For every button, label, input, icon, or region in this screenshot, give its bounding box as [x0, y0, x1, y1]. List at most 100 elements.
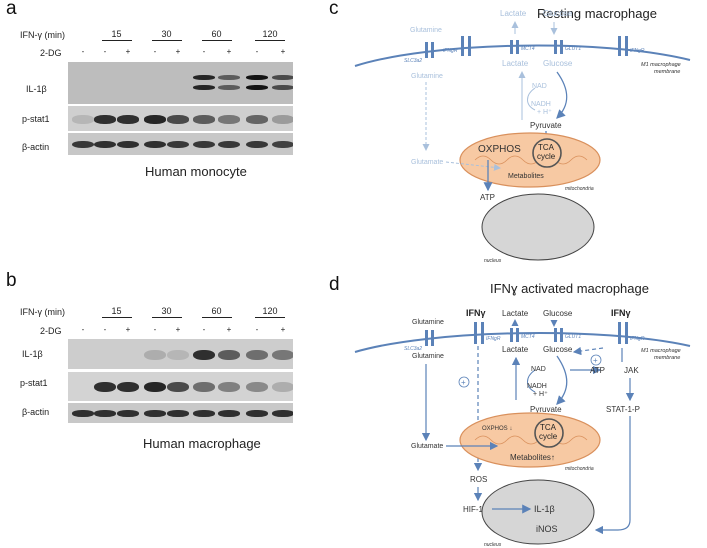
- blot-band: [167, 349, 189, 360]
- row-label-il1b: IL-1β: [26, 84, 47, 94]
- blot-band: [144, 140, 166, 149]
- treatment-sign: -: [153, 47, 157, 56]
- blot-band: [94, 140, 116, 149]
- blot-band: [144, 114, 166, 124]
- glucose-in: Glucose: [543, 59, 573, 68]
- glutamine-in: Glutamine: [411, 73, 443, 80]
- pyruvate-label: Pyruvate: [530, 121, 562, 130]
- metabolites-label: Metabolites↑: [510, 453, 555, 462]
- blot-band: [144, 410, 166, 417]
- blot-band: [272, 74, 293, 80]
- blot-band: [246, 74, 268, 80]
- treatment-sign: -: [255, 47, 259, 56]
- blot-band: [218, 114, 240, 124]
- treatment-sign: -: [255, 325, 259, 334]
- ros-label: ROS: [470, 475, 487, 484]
- panel-c: Resting macrophage Glutamine Lactate Glu…: [354, 6, 691, 264]
- nucleus-label: nucleus: [484, 258, 502, 264]
- treatment-sign: +: [125, 325, 131, 334]
- ifng-left: IFNγ: [466, 308, 486, 318]
- blot-band: [193, 140, 215, 149]
- slc3a2-channel: [425, 42, 434, 58]
- plus-sign-text: +: [593, 356, 598, 365]
- timepoint-label: 15: [111, 29, 122, 39]
- blot-actin: [68, 403, 293, 423]
- mct4-label: MCT4: [521, 46, 535, 52]
- mct4-label: MCT4: [521, 334, 535, 340]
- ifn-label: IFN-γ (min): [20, 30, 65, 40]
- slc3a2-channel: [425, 330, 434, 346]
- blot-band: [167, 410, 189, 417]
- glucose-out: Glucose: [543, 9, 573, 18]
- blot-band: [246, 114, 268, 124]
- blot-band: [72, 410, 94, 417]
- glutamine-out: Glutamine: [410, 27, 442, 34]
- caption-macrophage: Human macrophage: [143, 436, 261, 451]
- blot-band: [272, 85, 293, 91]
- nadh-label: NADH+ H⁺: [527, 383, 548, 398]
- blot-band: [144, 349, 166, 360]
- blot-pstat1: [68, 372, 293, 401]
- inos-label: iNOS: [536, 524, 558, 534]
- timepoint-label: 30: [161, 29, 172, 39]
- mct4-channel: [510, 40, 519, 54]
- blot-band: [246, 382, 268, 393]
- treatment-sign: +: [175, 325, 181, 334]
- plus-sign: [458, 376, 470, 388]
- ifng-right: IFNγ: [611, 308, 631, 318]
- caption-monocyte: Human monocyte: [145, 164, 247, 179]
- timepoint-label: 120: [262, 306, 278, 316]
- row-label-actin: β-actin: [22, 407, 50, 417]
- glut1-label: GLUT1: [565, 334, 581, 340]
- lactate-out: Lactate: [500, 9, 527, 18]
- plus-sign-text: +: [461, 378, 466, 387]
- blot-band: [218, 382, 240, 393]
- blot-band: [193, 114, 215, 124]
- treatment-sign: -: [103, 325, 107, 334]
- mitochondria-label: mitochondria: [565, 186, 594, 192]
- timepoint-underline: [151, 317, 182, 318]
- blot-band: [72, 140, 94, 149]
- blot-band: [246, 85, 268, 91]
- mitochondria-label: mitochondria: [565, 466, 594, 472]
- metabolites-label: Metabolites: [508, 173, 544, 180]
- treatment-sign: -: [202, 47, 206, 56]
- panel-c-title: Resting macrophage: [537, 6, 657, 21]
- oxphos-label: OXPHOS: [478, 144, 521, 155]
- blot-band: [144, 382, 166, 393]
- panel-d-title: IFNɣ activated macrophage: [490, 281, 649, 296]
- panel-d-letter: d: [329, 274, 340, 295]
- blot-band: [94, 410, 116, 417]
- timepoint-label: 120: [262, 29, 278, 39]
- blot-band: [94, 382, 116, 393]
- glucose-in: Glucose: [543, 345, 573, 354]
- treatment-sign: -: [81, 325, 85, 334]
- timepoint-label: 15: [111, 306, 122, 316]
- panel-c-letter: c: [329, 0, 339, 19]
- treatment-sign: +: [175, 47, 181, 56]
- blot-pstat1: [68, 106, 293, 131]
- ifngr-label: IFNgR: [630, 48, 645, 54]
- dg-label: 2-DG: [40, 326, 62, 336]
- blot-band: [72, 114, 94, 124]
- tca-cycle: [534, 418, 564, 448]
- row-label-pstat1: p-stat1: [20, 378, 48, 388]
- blot-band: [272, 410, 293, 417]
- treatment-sign: -: [81, 47, 85, 56]
- blot-band: [193, 74, 215, 80]
- blot-band: [246, 410, 268, 417]
- nadh-label: NADH+ H⁺: [531, 101, 552, 116]
- glut1-channel: [554, 40, 563, 54]
- blot-band: [218, 140, 240, 149]
- treatment-sign: -: [103, 47, 107, 56]
- blot-band: [167, 382, 189, 393]
- slc3a2-label: SLC3a2: [404, 346, 422, 352]
- blot-band: [272, 349, 293, 360]
- blot-il1b: [68, 339, 293, 369]
- mct4-channel: [510, 328, 519, 342]
- glut1-channel: [554, 328, 563, 342]
- lactate-in: Lactate: [502, 59, 529, 68]
